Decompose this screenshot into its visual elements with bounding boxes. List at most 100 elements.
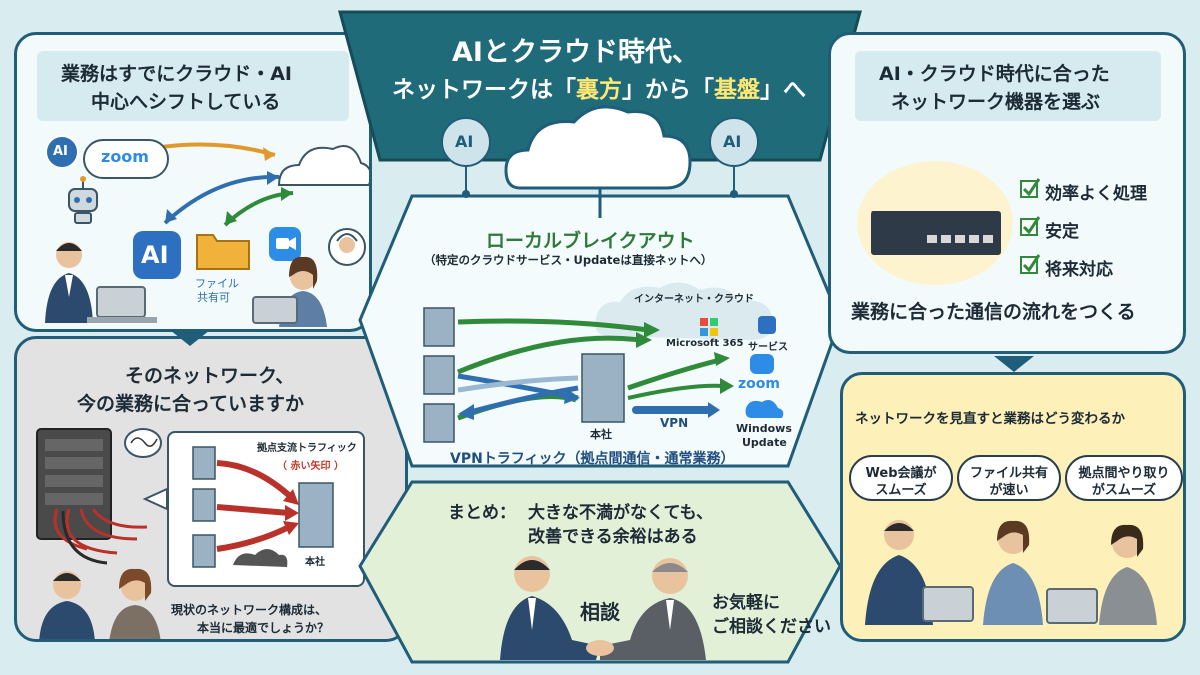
internet-cloud-icon [595, 282, 773, 340]
hq-building [581, 353, 625, 423]
smoke-cloud-icon [233, 549, 288, 567]
ai-badge-label: AI [141, 241, 169, 269]
man-with-laptop [45, 242, 157, 323]
happy-woman-right [1046, 524, 1157, 625]
ai-brain-icon-right [709, 117, 759, 167]
headset-icon [328, 228, 366, 266]
branch-building-icon [192, 446, 216, 568]
main-title-line1: AIとクラウド時代、 [452, 37, 699, 68]
windows-update-line1: Windows [736, 422, 792, 435]
ai-bubble-label: AI [53, 144, 68, 159]
ai-bubble [45, 135, 79, 169]
folder-label-line1: ファイル [195, 277, 239, 290]
businessman-left [500, 556, 600, 660]
cta-line1: お気軽に [712, 593, 780, 613]
ai-brain-icon-left [441, 117, 491, 167]
ms365-label: Microsoft 365 [666, 338, 744, 349]
network-switch-icon [871, 211, 1001, 255]
check-icons [1020, 178, 1041, 274]
happy-workers-illustration [865, 520, 1157, 625]
heading-box [855, 51, 1161, 121]
benefit-bubble-site-communication: 拠点間やり取り がスムーズ [1065, 455, 1183, 501]
heading-line1: 業務はすでにクラウド・AI [61, 63, 292, 85]
title-highlight-1: 裏方 [576, 77, 622, 103]
server-rack-icon [36, 428, 148, 565]
video-camera-icon [269, 227, 301, 261]
bubble-line1: 拠点間やり取り [1078, 466, 1170, 481]
handshake-icon [586, 640, 614, 656]
question-line2: 本当に最適でしょうか？ [197, 621, 330, 635]
bubble-line2: がスムーズ [1091, 483, 1157, 498]
cloud-shift-illustration [45, 142, 369, 327]
ai-icon-right-label: AI [723, 132, 742, 151]
zoom-bubble [83, 139, 169, 179]
consult-label: 相談 [580, 600, 620, 624]
check-item-2: 安定 [1045, 222, 1079, 242]
windows-update-line2: Update [742, 436, 787, 449]
title-part-e: 」へ [760, 77, 806, 103]
service-icon [758, 316, 776, 334]
check-item-3: 将来対応 [1045, 260, 1113, 280]
title-highlight-2: 基盤 [714, 77, 760, 103]
blue-vpn-arrows [457, 373, 720, 420]
panel-current-network: そのネットワーク、 今の業務に合っていますか 拠点支流トラフィック （ 赤い矢印… [14, 336, 408, 642]
woman-with-laptop [252, 256, 327, 327]
check-item-1: 効率よく処理 [1045, 184, 1147, 204]
branch-buildings [423, 307, 455, 443]
red-arrows [216, 460, 299, 552]
panel-cloud-ai-shift: 業務はすでにクラウド・AI 中心へシフトしている [14, 32, 372, 332]
central-cloud-icon [504, 105, 692, 190]
summary-label: まとめ： [448, 503, 516, 523]
cta-line2: ご相談ください [712, 617, 831, 637]
worried-man [39, 571, 95, 639]
hq-building-icon [298, 482, 334, 548]
arrow-blue [163, 174, 280, 225]
bubble-line1: Web会議が [865, 466, 937, 481]
heading-line2: 中心へシフトしている [91, 91, 281, 113]
bubble-line2: スムーズ [875, 483, 927, 498]
vpn-traffic-label: VPNトラフィック（拠点間通信・通常業務） [450, 451, 735, 467]
businessman-right [600, 558, 706, 660]
heading-line1: そのネットワーク、 [125, 365, 295, 387]
bubble-line1: ファイル共有 [969, 466, 1048, 481]
cloud-icon [277, 145, 369, 186]
internet-cloud-label: インターネット・クラウド [634, 294, 754, 305]
zoom-camera-icon [750, 354, 774, 374]
happy-man [865, 520, 974, 625]
heading-line2: 今の業務に合っていますか [77, 393, 305, 415]
ai-icon-left-label: AI [455, 132, 474, 151]
heading: ネットワークを見直すと業務はどう変わるか [855, 411, 1125, 427]
diagram-note: （ 赤い矢印 ） [277, 461, 344, 472]
tagline: 業務に合った通信の流れをつくる [851, 301, 1136, 323]
summary-line2: 改善できる余裕はある [528, 527, 698, 547]
zoom-logo: zoom [101, 147, 149, 166]
summary-line1: 大きな不満がなくても、 [528, 503, 714, 523]
main-title-line2: ネットワークは「裏方」から「基盤」へ [392, 70, 806, 104]
ai-badge [133, 231, 181, 279]
router-illustration [857, 161, 1041, 285]
folder-label-line2: 共有可 [197, 291, 230, 304]
vpn-label: VPN [660, 416, 689, 430]
tangled-thought-icon [124, 428, 162, 458]
hq-label: 本社 [305, 557, 325, 568]
robot-icon [68, 176, 98, 224]
heading-line1: AI・クラウド時代に合った [879, 63, 1110, 85]
benefit-bubble-file-sharing: ファイル共有 が速い [957, 455, 1061, 501]
current-network-illustration [36, 428, 334, 639]
diagram-title: 拠点支流トラフィック [257, 443, 357, 454]
breakout-subtitle: （特定のクラウドサービス・Updateは直接ネットへ） [424, 253, 713, 267]
folder-icon [196, 234, 250, 270]
happy-woman-center [983, 520, 1043, 625]
hq-label: 本社 [590, 428, 612, 441]
title-part-a: ネットワークは「 [392, 77, 576, 103]
microsoft-365-icon [700, 318, 718, 336]
service-label: サービス [748, 342, 788, 353]
zoom-label: zoom [738, 376, 780, 392]
worried-woman [109, 568, 161, 639]
question-line1: 現状のネットワーク構成は、 [171, 603, 328, 617]
heading-box [37, 51, 349, 121]
benefit-bubble-web-meeting: Web会議が スムーズ [849, 455, 953, 501]
bubble-line2: が速い [989, 483, 1029, 498]
